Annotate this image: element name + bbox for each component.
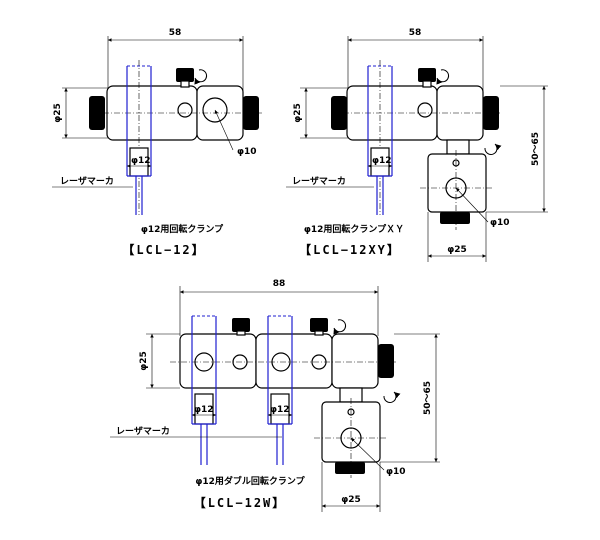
diagram-lcl12xy: 58 φ25 φ12 50 (286, 28, 548, 262)
rotate-arrow-icon (484, 143, 502, 155)
dim-hole: φ10 (386, 467, 406, 477)
dim-diameter: φ25 (139, 351, 149, 371)
rotate-arrow-icon (194, 69, 208, 85)
dim-diameter: φ25 (53, 103, 63, 123)
knurl-knob-left (331, 96, 347, 130)
dim-rod-left: φ12 (194, 405, 214, 415)
dim-height: 50～65 (531, 132, 541, 166)
knurl-knob-right (378, 344, 394, 378)
knurl-knob-bottom (335, 462, 365, 474)
marker-label: レーザマーカ (60, 176, 114, 187)
caption: φ12用回転クランプＸＹ (304, 223, 404, 235)
dim-rod: φ12 (372, 156, 392, 166)
caption: φ12用ダブル回転クランプ (195, 475, 305, 487)
knurl-knob-bottom (440, 212, 470, 224)
set-screw-right (310, 318, 328, 332)
set-screw (176, 68, 194, 82)
caption: φ12用回転クランプ (141, 223, 224, 235)
set-screw-left (232, 318, 250, 332)
clamp-head (331, 333, 379, 389)
dim-rod: φ12 (131, 156, 151, 166)
set-screw (418, 68, 436, 82)
model-name: 【LCL−12W】 (194, 495, 287, 510)
hole-small (177, 102, 193, 118)
marker-label: レーザマーカ (116, 426, 170, 437)
dim-width: 88 (273, 279, 286, 289)
diagram-lcl12: 58 φ25 φ12 (52, 28, 262, 257)
rotate-arrow-icon (436, 69, 450, 85)
dim-bottom: φ25 (447, 245, 467, 255)
dim-bottom: φ25 (341, 495, 361, 505)
rotate-arrow-icon (333, 319, 347, 335)
marker-label: レーザマーカ (292, 176, 346, 187)
dim-hole: φ10 (237, 147, 257, 157)
dim-width: 58 (409, 28, 422, 38)
dim-rod-right: φ12 (270, 405, 290, 415)
dim-width: 58 (169, 28, 182, 38)
hole-small (417, 102, 433, 118)
model-name: 【LCL−12XY】 (299, 242, 401, 257)
model-name: 【LCL−12】 (122, 242, 205, 257)
xy-connector (446, 139, 470, 155)
rotate-arrow-icon (383, 391, 401, 403)
dim-diameter: φ25 (293, 103, 303, 123)
dim-height: 50～65 (423, 381, 433, 415)
diagram-lcl12w: 88 φ25 φ12 (110, 279, 440, 512)
dim-hole: φ10 (490, 218, 510, 228)
